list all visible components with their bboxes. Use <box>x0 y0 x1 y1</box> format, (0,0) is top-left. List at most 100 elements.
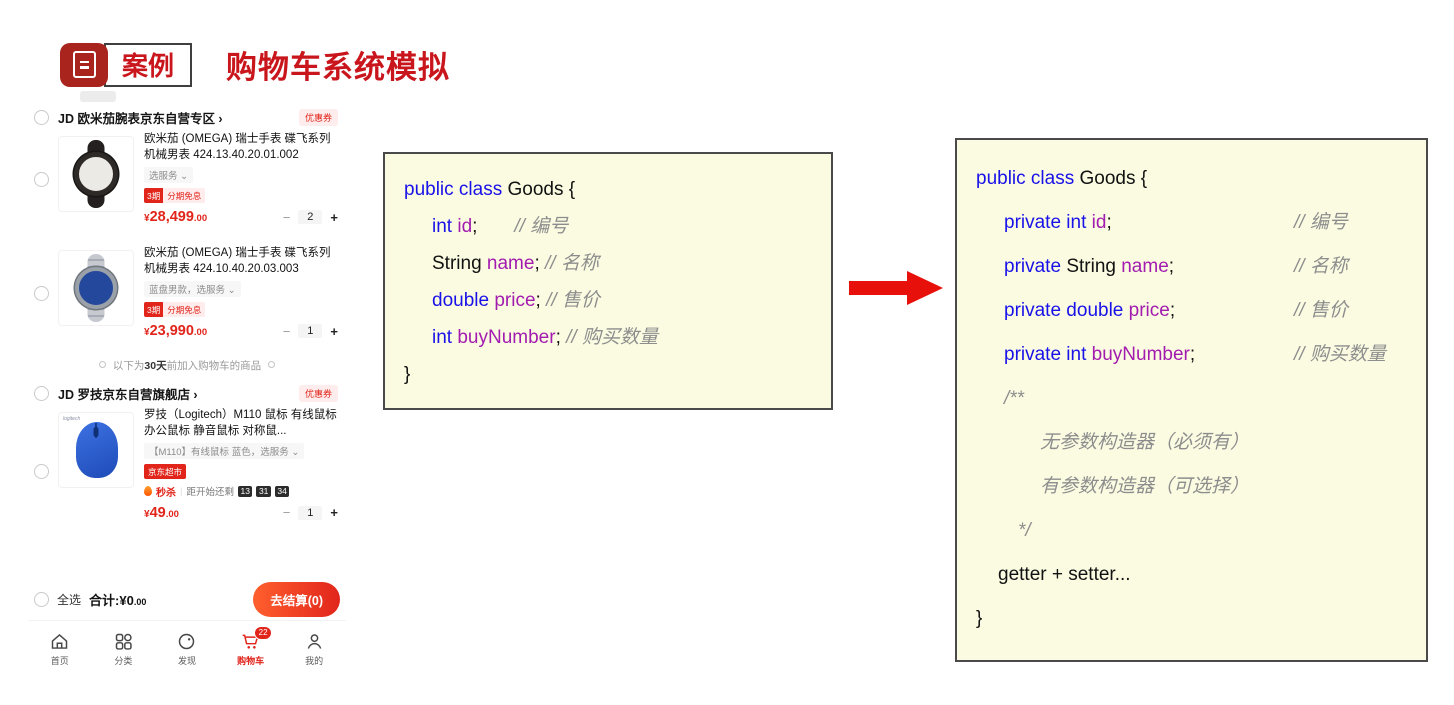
countdown-seconds: 34 <box>274 485 290 497</box>
code-token: ; <box>1106 212 1112 233</box>
code-line: private double price;// 售价 <box>976 289 1407 333</box>
code-line: int buyNumber; // 购买数量 <box>404 319 812 356</box>
item-checkbox[interactable] <box>34 172 49 187</box>
tab-discover[interactable]: 发现 <box>155 621 219 677</box>
case-badge-label: 案例 <box>122 51 175 81</box>
code-token: String <box>432 253 487 274</box>
installment-tag: 3期 <box>144 302 164 317</box>
sku-selector[interactable]: 蓝盘男款，选服务 ⌄ <box>144 281 241 297</box>
code-comment: // 购买数量 <box>1294 344 1386 365</box>
cart-item: 欧米茄 (OMEGA) 瑞士手表 碟飞系列机械男表 424.10.40.20.0… <box>34 246 338 356</box>
checkout-button[interactable]: 去结算(0) <box>253 582 340 617</box>
flash-sale-row: 秒杀 | 距开始还剩 13 31 34 <box>144 484 338 499</box>
tab-profile[interactable]: 我的 <box>282 621 346 677</box>
cart-section-divider: 以下为30天前加入购物车的商品 <box>28 358 346 373</box>
decrease-button[interactable]: − <box>282 323 291 339</box>
brand-watermark: logitech <box>63 416 81 422</box>
code-comment: // 编号 <box>1294 212 1348 233</box>
mouse-wheel <box>93 427 99 437</box>
tab-label: 首页 <box>50 656 69 666</box>
product-image[interactable] <box>58 136 134 212</box>
quantity-stepper: − 1 + <box>283 324 338 339</box>
product-image[interactable]: logitech <box>58 412 134 488</box>
increase-button[interactable]: + <box>330 209 338 225</box>
cart-total: 合计:¥0.00 <box>89 593 147 608</box>
decrease-button[interactable]: − <box>282 209 291 225</box>
case-icon <box>60 42 108 87</box>
code-block-before: public class Goods { int id; // 编号 Strin… <box>383 152 833 410</box>
quantity-value[interactable]: 1 <box>298 324 323 338</box>
product-title[interactable]: 欧米茄 (OMEGA) 瑞士手表 碟飞系列机械男表 424.10.40.20.0… <box>144 247 331 275</box>
code-token: getter + setter... <box>998 564 1131 585</box>
quantity-value[interactable]: 2 <box>298 210 323 224</box>
select-all-checkbox[interactable] <box>34 592 49 607</box>
product-info: 罗技（Logitech）M110 鼠标 有线鼠标 办公鼠标 静音鼠标 对称鼠..… <box>144 408 338 522</box>
sku-selector[interactable]: 【M110】有线鼠标 蓝色，选服务 ⌄ <box>144 443 305 459</box>
code-comment: 有参数构造器（可选择） <box>1040 476 1250 497</box>
code-token: } <box>404 364 411 385</box>
product-image[interactable] <box>58 250 134 326</box>
tab-cart[interactable]: 22 购物车 <box>219 621 283 677</box>
quantity-stepper: − 2 + <box>283 210 338 225</box>
code-line: String name; // 名称 <box>404 245 812 282</box>
flash-separator: | <box>180 485 183 497</box>
tab-bar: 首页 分类 发现 22 购物车 <box>28 620 346 677</box>
code-comment: 无参数构造器（必须有） <box>1040 432 1250 453</box>
code-line: private int id;// 编号 <box>976 201 1407 245</box>
quantity-value[interactable]: 1 <box>298 505 323 520</box>
store-name[interactable]: JD 罗技京东自营旗舰店 › <box>58 388 198 402</box>
item-checkbox[interactable] <box>34 464 49 479</box>
increase-button[interactable]: + <box>330 323 338 339</box>
divider-dot <box>268 361 276 368</box>
cart-count-badge: 22 <box>254 626 273 640</box>
price-row: ¥23,990.00 − 1 + <box>144 322 338 340</box>
product-price: ¥28,499.00 <box>144 209 208 225</box>
store-checkbox[interactable] <box>34 110 49 125</box>
tab-label: 发现 <box>177 656 196 666</box>
price-row: ¥28,499.00 − 2 + <box>144 208 338 226</box>
product-title[interactable]: 欧米茄 (OMEGA) 瑞士手表 碟飞系列机械男表 424.13.40.20.0… <box>144 133 331 161</box>
code-comment: // 名称 <box>1294 256 1348 277</box>
tab-label: 购物车 <box>237 656 265 666</box>
store-row: JD 罗技京东自营旗舰店 › 优惠券 <box>34 384 338 403</box>
code-line: 有参数构造器（可选择） <box>976 465 1407 509</box>
document-icon <box>72 51 96 78</box>
code-token: name <box>1121 256 1169 277</box>
countdown-minutes: 31 <box>256 485 271 497</box>
code-token: private int <box>1004 344 1092 365</box>
code-line: public class Goods { <box>976 157 1407 201</box>
increase-button[interactable]: + <box>330 505 338 520</box>
decrease-button[interactable]: − <box>282 505 291 520</box>
select-all-label[interactable]: 全选 <box>57 593 82 607</box>
code-token: private double <box>1004 300 1129 321</box>
tab-category[interactable]: 分类 <box>92 621 156 677</box>
code-line: double price; // 售价 <box>404 282 812 319</box>
code-line: getter + setter... <box>976 553 1407 597</box>
code-token: Goods { <box>1074 168 1148 189</box>
store-checkbox[interactable] <box>34 386 49 401</box>
watch-face <box>74 152 118 196</box>
sku-selector[interactable]: 选服务 ⌄ <box>144 167 194 183</box>
coupon-badge[interactable]: 优惠券 <box>298 109 338 126</box>
product-title[interactable]: 罗技（Logitech）M110 鼠标 有线鼠标 办公鼠标 静音鼠标 对称鼠..… <box>144 409 337 437</box>
coupon-badge[interactable]: 优惠券 <box>298 385 338 402</box>
code-token: private int <box>1004 212 1092 233</box>
code-token: public class <box>404 179 503 200</box>
tab-home[interactable]: 首页 <box>28 621 92 677</box>
transform-arrow <box>849 271 943 305</box>
arrow-head-icon <box>907 271 943 305</box>
discover-icon <box>176 631 197 652</box>
code-token: public class <box>976 168 1075 189</box>
code-token: ; <box>1168 256 1175 277</box>
arrow-shaft <box>849 281 907 295</box>
jd-market-badge: 京东超市 <box>144 464 187 479</box>
store-name[interactable]: JD 欧米茄腕表京东自营专区 › <box>58 112 223 126</box>
cutoff-row-fragment <box>80 91 116 102</box>
code-token: String <box>1066 256 1122 277</box>
code-token: ; <box>1189 344 1196 365</box>
code-declaration: private int buyNumber; <box>1004 333 1294 377</box>
home-icon <box>49 631 70 652</box>
code-comment: // 售价 <box>1294 300 1348 321</box>
installment-tag: 3期 <box>144 188 164 203</box>
item-checkbox[interactable] <box>34 286 49 301</box>
